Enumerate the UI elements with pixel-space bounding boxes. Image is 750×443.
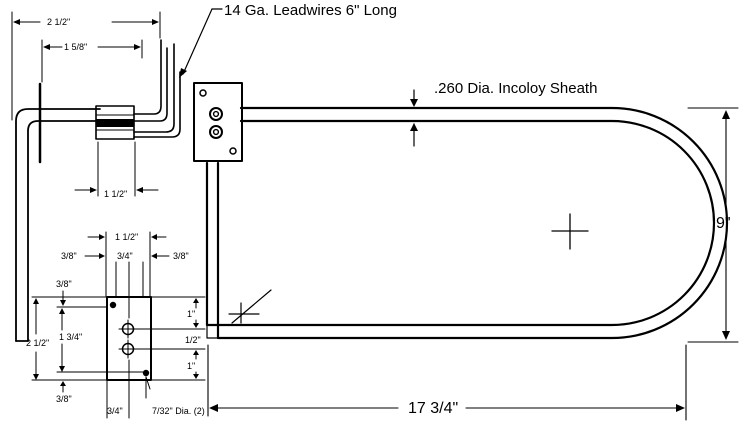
height-dimension: 9" <box>687 107 739 343</box>
bracket-spacing-top-label: 1" <box>187 309 195 319</box>
terminal-post-icon <box>209 107 223 121</box>
bracket-center-label: 3/4" <box>117 251 133 261</box>
terminal-post-icon <box>209 125 223 139</box>
mounting-hole-icon <box>142 369 150 377</box>
length-dimension: 17 3/4" <box>207 344 687 421</box>
length-label: 17 3/4" <box>408 400 458 417</box>
bracket-bottom-margin-label: 3/8" <box>56 394 72 404</box>
bracket-left-label: 3/8" <box>61 251 77 261</box>
side-terminal-label: 1 5/8" <box>64 42 87 52</box>
bracket-height-label: 2 1/2" <box>26 338 49 348</box>
bracket-spacing-bottom-label: 1" <box>187 361 195 371</box>
bracket-bottom-width-label: 3/4" <box>107 406 123 416</box>
side-view: 2 1/2" 1 5/8" 1 1/2" <box>11 11 181 342</box>
bracket-right-label: 3/8" <box>173 251 189 261</box>
leadwires-label: 14 Ga. Leadwires 6" Long <box>224 2 397 19</box>
terminal-bracket <box>193 82 243 162</box>
mounting-hole-icon <box>229 147 237 155</box>
leadwire-callout: 14 Ga. Leadwires 6" Long <box>179 2 397 78</box>
sheath-callout: .260 Dia. Incoloy Sheath <box>410 80 597 147</box>
sheath-label: .260 Dia. Incoloy Sheath <box>434 80 597 97</box>
bracket-inner-height-label: 1 3/4" <box>59 332 82 342</box>
hole-diameter-label: 7/32" Dia. (2) <box>152 406 205 416</box>
mounting-hole-icon <box>199 89 207 97</box>
bracket-top-margin-label: 3/8" <box>56 279 72 289</box>
bracket-width-label: 1 1/2" <box>115 232 138 242</box>
bend-radius-leader <box>231 289 272 324</box>
mounting-hole-icon <box>109 301 117 309</box>
side-offset-label: 1 1/2" <box>104 189 127 199</box>
height-label: 9" <box>716 215 731 232</box>
heater-loop <box>205 106 729 340</box>
bracket-detail: 1 1/2" 3/8" 3/4" 3/8" 3/8" 2 1/2" 1 3/4"… <box>26 231 206 419</box>
bracket-spacing-mid-label: 1/2" <box>185 335 201 345</box>
side-width-label: 2 1/2" <box>47 17 70 27</box>
